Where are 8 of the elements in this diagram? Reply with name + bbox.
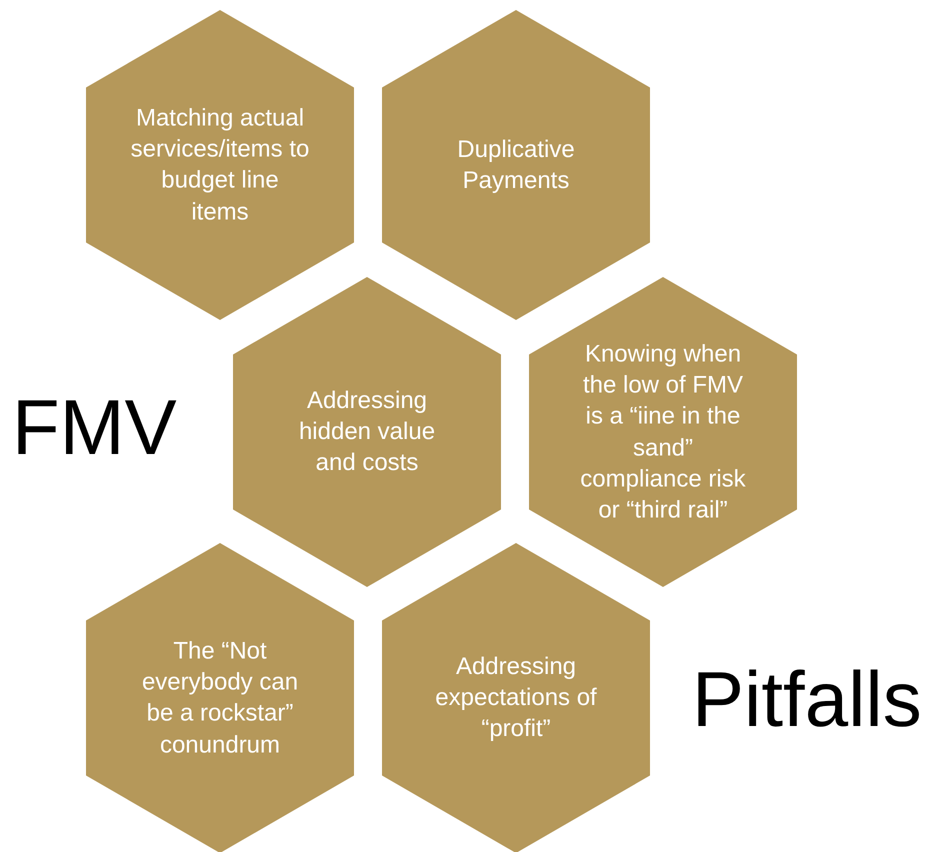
hexagon-label: Addressing hidden value and costs bbox=[298, 386, 436, 479]
hexagon-label: Knowing when the low of FMV is a “iine in the sand” compliance risk or “third rail” bbox=[579, 339, 747, 526]
heading-text: Pitfalls bbox=[692, 660, 922, 738]
hexagon-label: Matching actual services/items to budget line items bbox=[130, 104, 310, 228]
hexagon-label: Duplicative Payments bbox=[456, 134, 576, 196]
hexagon-label: Addressing expectations of “profit” bbox=[434, 652, 598, 745]
heading-text: FMV bbox=[12, 388, 177, 466]
hexagon-label: The “Not everybody can be a rockstar” conundrum bbox=[140, 636, 300, 760]
